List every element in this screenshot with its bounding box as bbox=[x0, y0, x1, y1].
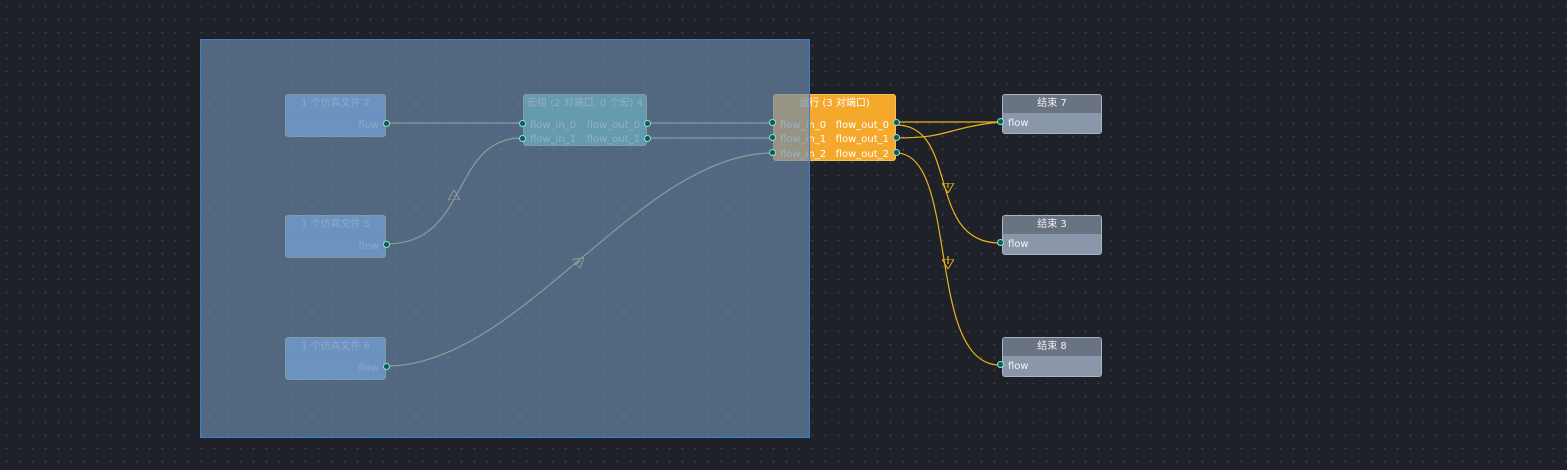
port-file6-flow-out[interactable] bbox=[383, 363, 390, 370]
node-title: 1 个仿真文件 5 bbox=[286, 216, 385, 235]
node-macro-group-4[interactable]: 宏组 (2 对端口, 0 个宏) 4 flow_in_0 flow_in_1 f… bbox=[523, 94, 647, 146]
port-macro-flow-out-0[interactable] bbox=[644, 120, 651, 127]
edge-file6-run-in2[interactable] bbox=[386, 152, 773, 367]
node-end-8[interactable]: 结束 8 flow bbox=[1002, 337, 1102, 377]
node-title: 结束 7 bbox=[1003, 95, 1101, 113]
node-end-7[interactable]: 结束 7 flow bbox=[1002, 94, 1102, 134]
node-title: 运行 (3 对端口) bbox=[799, 98, 870, 109]
node-end-3[interactable]: 结束 3 flow bbox=[1002, 215, 1102, 255]
port-file2-flow-out[interactable] bbox=[383, 120, 390, 127]
node-title: 1 个仿真文件 2 bbox=[286, 95, 385, 114]
node-run[interactable]: 运行 (3 对端口) flow_in_0 flow_in_1 flow_in_2… bbox=[773, 94, 896, 161]
port-run-flow-out-2[interactable] bbox=[893, 149, 900, 156]
port-run-flow-out-1[interactable] bbox=[893, 134, 900, 141]
port-label-flow-in-1: flow_in_1 bbox=[780, 134, 827, 145]
node-title: 1 个仿真文件 6 bbox=[286, 338, 385, 357]
port-label-flow-out-0: flow_out_0 bbox=[586, 120, 640, 131]
port-label-flow-out: flow bbox=[358, 120, 379, 131]
port-file5-flow-out[interactable] bbox=[383, 241, 390, 248]
port-macro-flow-in-0[interactable] bbox=[519, 120, 526, 127]
port-label-flow-in: flow bbox=[1008, 361, 1029, 372]
port-label-flow-in: flow bbox=[1008, 239, 1029, 250]
port-label-flow-out-0: flow_out_0 bbox=[835, 120, 889, 131]
node-sim-file-6[interactable]: 1 个仿真文件 6 flow bbox=[285, 337, 386, 380]
port-label-flow-out: flow bbox=[358, 363, 379, 374]
port-label-flow-out: flow bbox=[358, 241, 379, 252]
port-label-flow-out-1: flow_out_1 bbox=[835, 134, 889, 145]
port-label-flow-in-2: flow_in_2 bbox=[780, 149, 827, 160]
port-label-flow-out-2: flow_out_2 bbox=[835, 149, 889, 160]
port-run-flow-in-2[interactable] bbox=[769, 149, 776, 156]
port-run-flow-in-1[interactable] bbox=[769, 134, 776, 141]
node-title: 结束 8 bbox=[1003, 338, 1101, 356]
port-end7-flow-in[interactable] bbox=[997, 118, 1004, 125]
port-run-flow-out-0[interactable] bbox=[893, 119, 900, 126]
node-sim-file-5[interactable]: 1 个仿真文件 5 flow bbox=[285, 215, 386, 258]
port-label-flow-in-1: flow_in_1 bbox=[530, 134, 577, 145]
node-title: 结束 3 bbox=[1003, 216, 1101, 234]
port-run-flow-in-0[interactable] bbox=[769, 119, 776, 126]
port-label-flow-in: flow bbox=[1008, 118, 1029, 129]
port-label-flow-in-0: flow_in_0 bbox=[780, 120, 827, 131]
port-end3-flow-in[interactable] bbox=[997, 239, 1004, 246]
edge-run-out1-end3[interactable] bbox=[895, 121, 1001, 139]
node-sim-file-2[interactable]: 1 个仿真文件 2 flow bbox=[285, 94, 386, 137]
port-label-flow-in-0: flow_in_0 bbox=[530, 120, 577, 131]
edge-file5-macro-in1[interactable] bbox=[386, 137, 523, 245]
port-end8-flow-in[interactable] bbox=[997, 361, 1004, 368]
port-macro-flow-in-1[interactable] bbox=[519, 135, 526, 142]
port-label-flow-out-1: flow_out_1 bbox=[586, 134, 640, 145]
port-macro-flow-out-1[interactable] bbox=[644, 135, 651, 142]
node-title: 宏组 (2 对端口, 0 个宏) 4 bbox=[527, 98, 643, 109]
